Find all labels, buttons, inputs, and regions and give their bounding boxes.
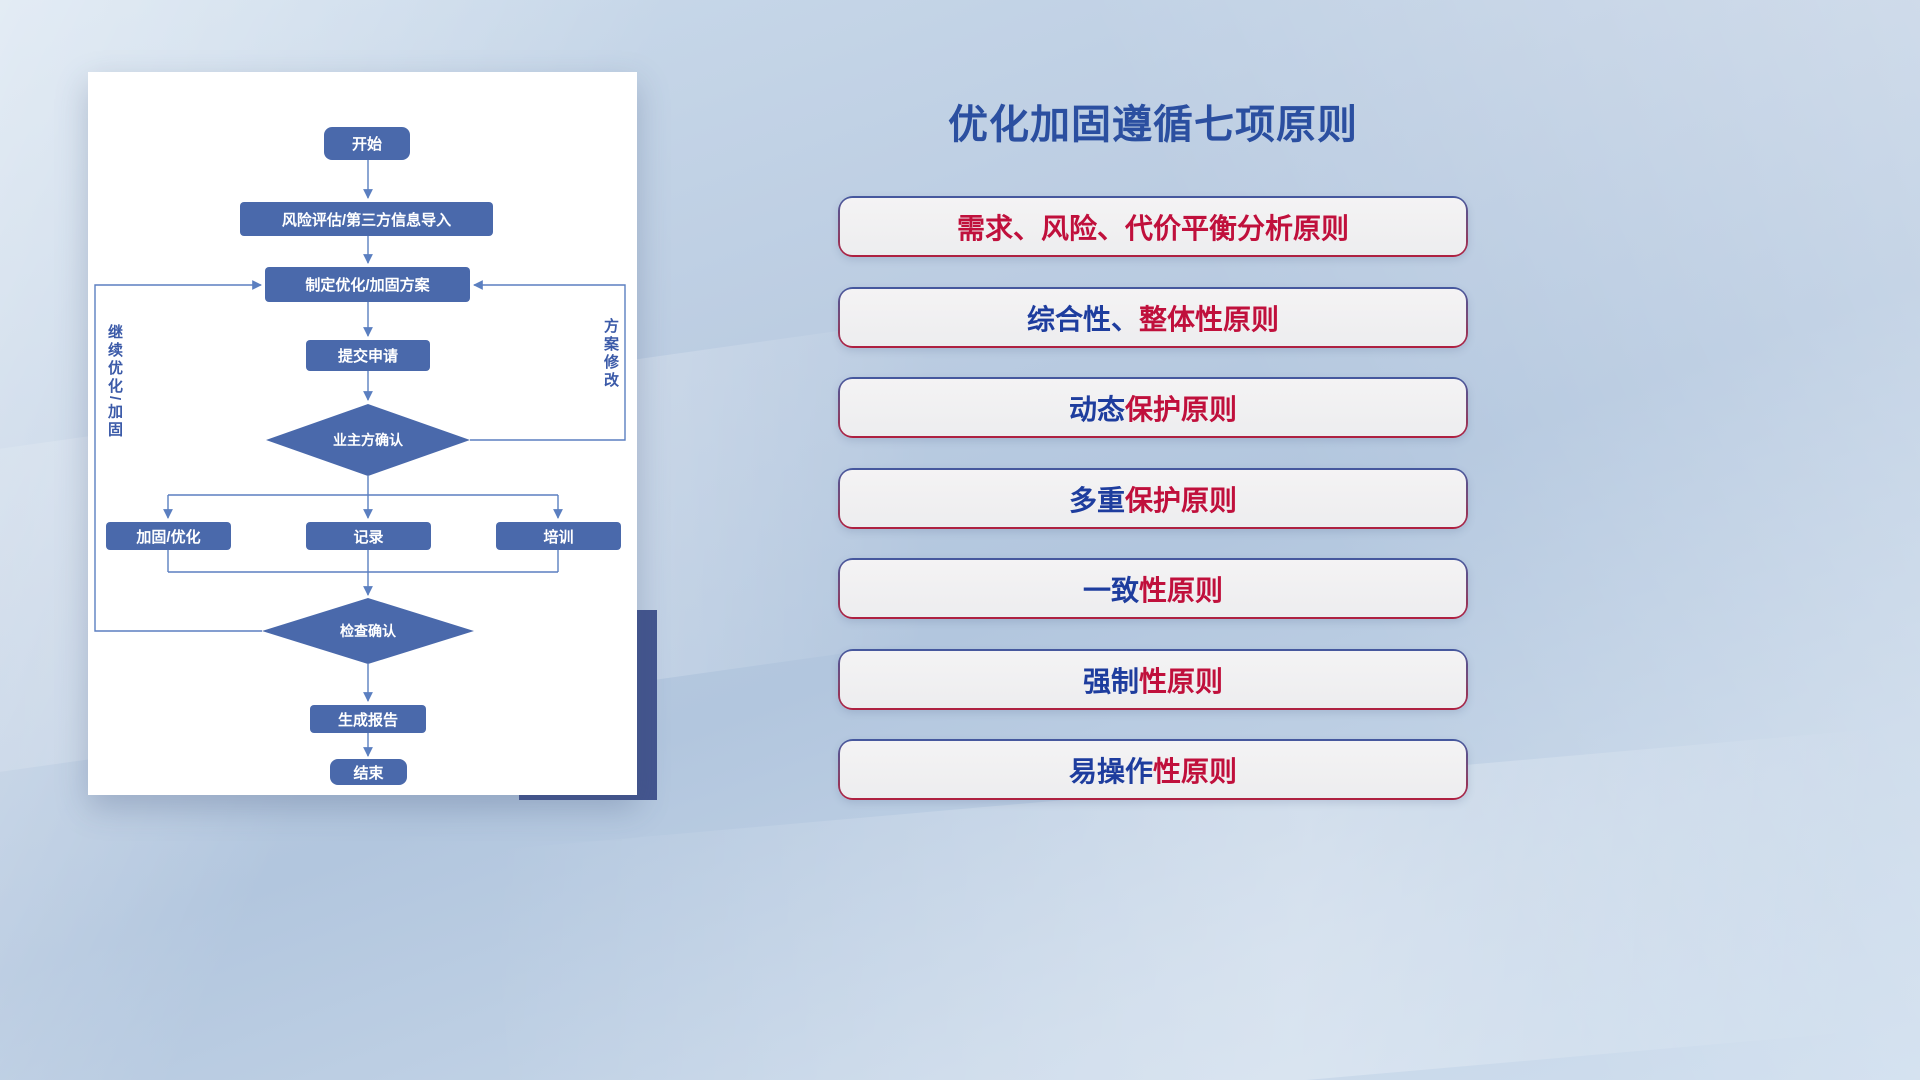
principle-text-blue: 一致 xyxy=(1082,574,1139,606)
flow-node-submit: 提交申请 xyxy=(306,340,430,371)
loop-label-revise: 方案修改 xyxy=(602,318,619,390)
principle-text-blue: 综合性、 xyxy=(1026,303,1139,335)
principle-text-red: 性原则 xyxy=(1153,755,1238,787)
flowchart-card: 开始 风险评估/第三方信息导入 制定优化/加固方案 提交申请 业主方确认 加固/… xyxy=(88,72,637,795)
flow-node-end: 结束 xyxy=(330,759,407,785)
principle-text-red: 保护原则 xyxy=(1125,393,1238,425)
flow-decision-owner-confirm: 业主方确认 xyxy=(266,404,470,476)
flow-node-record: 记录 xyxy=(306,522,431,550)
principle-text-blue: 动态 xyxy=(1068,393,1125,425)
principle-box-4: 多重保护原则 xyxy=(838,468,1468,529)
decision-label: 业主方确认 xyxy=(333,432,403,448)
principle-box-2: 综合性、整体性原则 xyxy=(838,287,1468,348)
page-title: 优化加固遵循七项原则 xyxy=(948,103,1358,147)
principle-text-blue: 易操作 xyxy=(1068,755,1153,787)
flow-node-report: 生成报告 xyxy=(310,705,426,733)
principle-text-red: 性原则 xyxy=(1139,665,1224,697)
principle-box-1: 需求、风险、代价平衡分析原则 xyxy=(838,196,1468,257)
loop-label-continue: 继续优化/加固 xyxy=(106,324,123,440)
flow-node-make-plan: 制定优化/加固方案 xyxy=(265,267,470,302)
principle-box-5: 一致性原则 xyxy=(838,558,1468,619)
principles-panel: 优化加固遵循七项原则 需求、风险、代价平衡分析原则 综合性、整体性原则 动态保护… xyxy=(838,0,1468,1080)
flow-node-start: 开始 xyxy=(324,127,410,160)
principle-text-blue: 强制 xyxy=(1082,665,1139,697)
decision-label: 检查确认 xyxy=(340,623,396,639)
flow-node-reinforce: 加固/优化 xyxy=(106,522,231,550)
principle-text-red: 整体性原则 xyxy=(1139,303,1280,335)
flow-node-training: 培训 xyxy=(496,522,621,550)
principle-box-7: 易操作性原则 xyxy=(838,739,1468,800)
principle-text-red: 保护原则 xyxy=(1125,484,1238,516)
flow-decision-check-confirm: 检查确认 xyxy=(262,598,474,664)
principle-box-3: 动态保护原则 xyxy=(838,377,1468,438)
principle-box-6: 强制性原则 xyxy=(838,649,1468,710)
flow-node-risk-import: 风险评估/第三方信息导入 xyxy=(240,202,493,236)
principle-text-red: 性原则 xyxy=(1139,574,1224,606)
principle-text-red: 需求、风险、代价平衡分析原则 xyxy=(956,212,1349,244)
principle-text-blue: 多重 xyxy=(1068,484,1125,516)
